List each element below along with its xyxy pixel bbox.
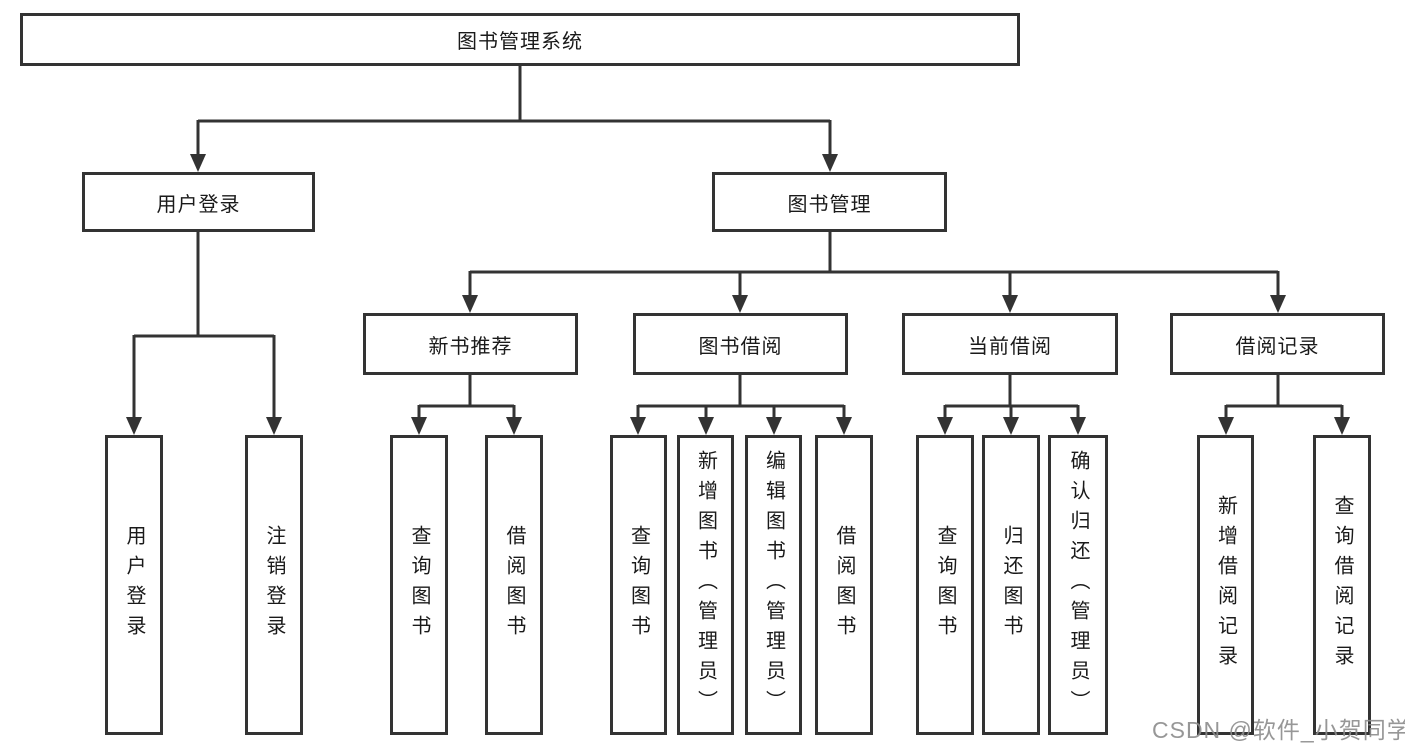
leaf-query-books-2: 查询图书 [610,435,667,735]
leaf-query-borrow-record: 查询借阅记录 [1313,435,1371,735]
arrowheads [126,154,1350,435]
connector-newbook-to-leaves [417,375,516,420]
leaf-query-books-1: 查询图书 [390,435,448,735]
connector-bookborrow-to-leaves [636,375,846,420]
leaf-add-books-admin: 新增图书（管理员） [677,435,734,735]
connector-borrowrecords-to-leaves [1224,375,1344,420]
csdn-watermark: CSDN @软件_小贺同学 [1152,717,1405,743]
leaf-query-books-3: 查询图书 [916,435,974,735]
connector-bookmgmt-to-level2 [468,232,1280,298]
connector-currentborrow-to-leaves [943,375,1080,420]
node-borrowing-records: 借阅记录 [1170,313,1385,375]
leaf-edit-books-admin: 编辑图书（管理员） [745,435,802,735]
leaf-add-borrow-record: 新增借阅记录 [1197,435,1254,735]
leaf-confirm-return-admin: 确认归还（管理员） [1048,435,1108,735]
node-user-login: 用户登录 [82,172,315,232]
leaf-return-books: 归还图书 [982,435,1040,735]
node-new-book-recommend: 新书推荐 [363,313,578,375]
node-library-management-system: 图书管理系统 [20,13,1020,66]
leaf-user-login: 用户登录 [105,435,163,735]
node-book-management: 图书管理 [712,172,947,232]
leaf-logout: 注销登录 [245,435,303,735]
node-current-borrowing: 当前借阅 [902,313,1118,375]
connector-userlogin-to-leaves [132,232,276,420]
node-book-borrowing: 图书借阅 [633,313,848,375]
connector-root-to-level1 [196,66,832,157]
leaf-borrow-books-2: 借阅图书 [815,435,873,735]
leaf-borrow-books-1: 借阅图书 [485,435,543,735]
